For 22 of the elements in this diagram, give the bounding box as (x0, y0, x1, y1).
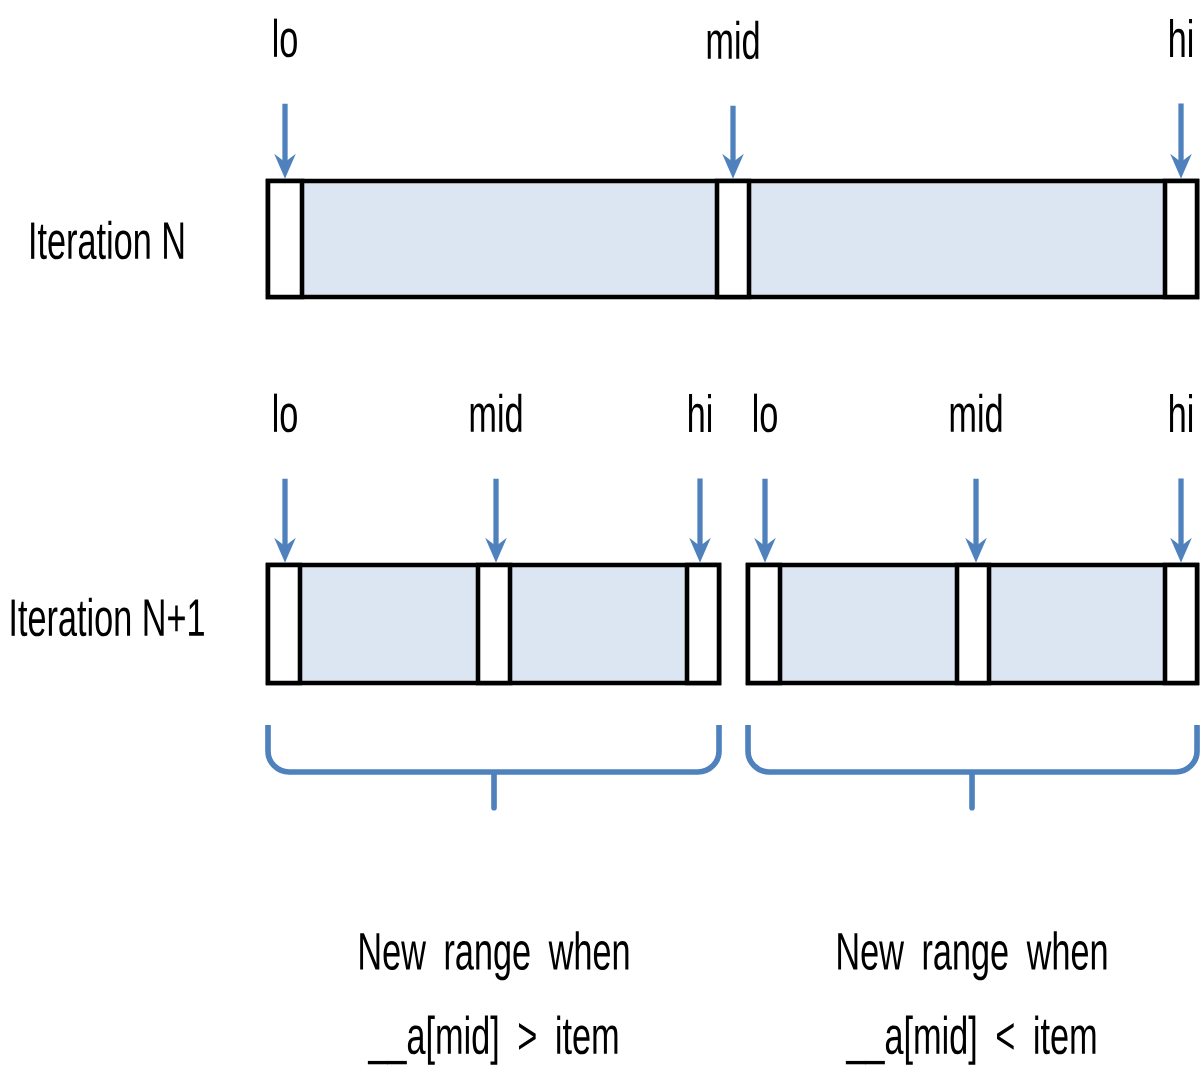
array-cell (265, 178, 305, 300)
pointer-label: mid (707, 20, 759, 60)
text-label: Iteration N (31, 220, 184, 260)
text-label: New range when __a[mid] < item (838, 931, 1107, 1065)
pointer-label: mid (470, 393, 522, 433)
array-cell (745, 562, 783, 686)
array-cell (1162, 562, 1200, 686)
pointer-label: mid (950, 393, 1002, 433)
array-cell (475, 562, 513, 686)
array-cell (714, 178, 752, 300)
pointer-label: hi (1170, 393, 1193, 433)
pointer-label: lo (274, 393, 297, 433)
pointer-label: hi (689, 393, 711, 433)
array-cell (1162, 178, 1200, 300)
pointer-label: lo (754, 393, 777, 433)
pointer-label: hi (1170, 18, 1193, 58)
text-label: New range when __a[mid] > item (360, 931, 629, 1065)
array-cell (265, 562, 303, 686)
array-cell (954, 562, 992, 686)
text-label: Iteration N+1 (11, 597, 204, 637)
array-cell (684, 562, 722, 686)
pointer-label: lo (274, 18, 297, 58)
